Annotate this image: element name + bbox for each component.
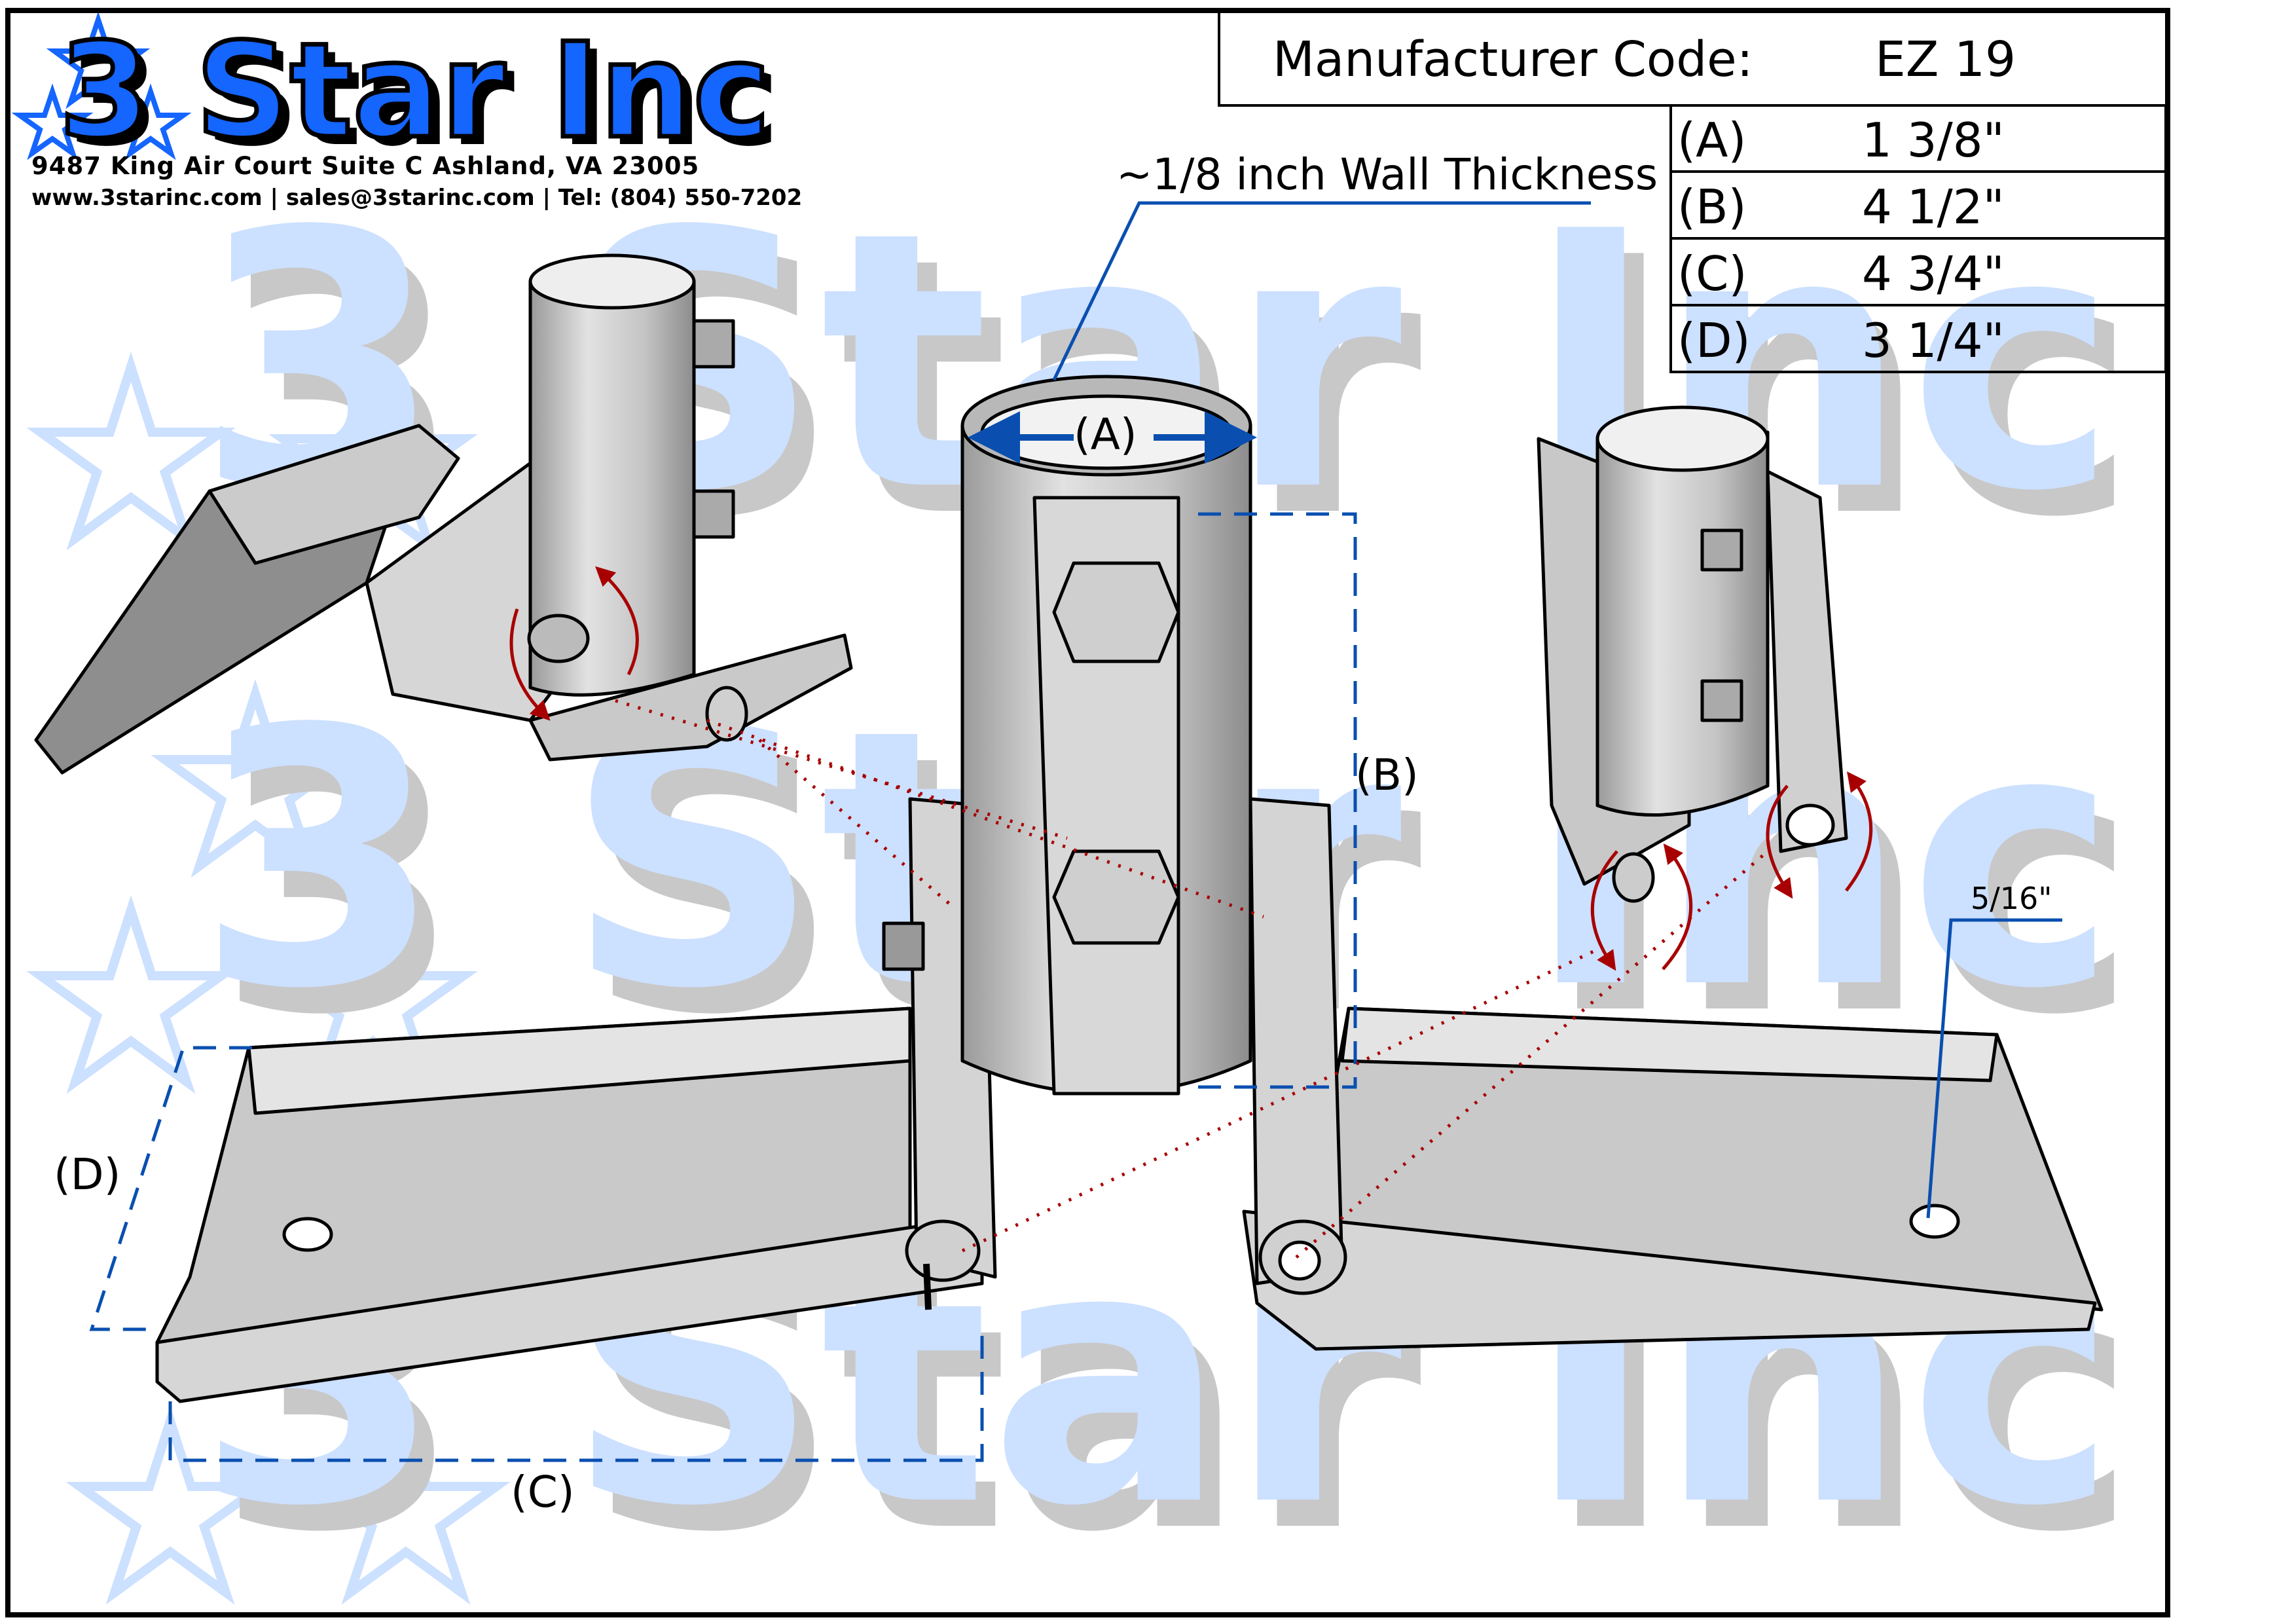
- dimension-letter: (D): [1677, 313, 1751, 368]
- dimension-row: (B) 4 1/2": [1669, 173, 2167, 240]
- dimension-c-label: (C): [511, 1467, 575, 1517]
- hole-size-callout: 5/16": [1971, 881, 2052, 916]
- manufacturer-code-label: Manufacturer Code:: [1273, 31, 1753, 88]
- dimension-letter: (B): [1677, 179, 1747, 234]
- dimension-value: 4 3/4": [1862, 246, 2005, 301]
- upright-bracket-view: [1537, 405, 1848, 903]
- dimension-row: (C) 4 3/4": [1669, 240, 2167, 306]
- leader-lines: [1052, 201, 2062, 1219]
- company-address: 9487 King Air Court Suite C Ashland, VA …: [31, 152, 700, 180]
- dimension-b-label: (B): [1355, 750, 1419, 800]
- company-name: 3 Star Inc: [56, 13, 773, 170]
- dimension-d-label: (D): [54, 1149, 121, 1200]
- wall-thickness-callout: ~1/8 inch Wall Thickness: [1116, 149, 1658, 200]
- manufacturer-code-value: EZ 19: [1875, 31, 2016, 88]
- contact-separator: |: [542, 185, 551, 211]
- dimension-letter: (C): [1677, 246, 1747, 301]
- logo-stars: [11, 11, 192, 160]
- company-website[interactable]: www.3starinc.com: [31, 185, 263, 211]
- dimension-row: (D) 3 1/4": [1669, 306, 2167, 373]
- dimension-letter: (A): [1677, 113, 1747, 168]
- dimension-value: 3 1/4": [1862, 313, 2005, 368]
- relation-lines: [615, 699, 1769, 1259]
- dimension-row: (A) 1 3/8": [1669, 106, 2167, 173]
- folded-bracket-view: [34, 253, 853, 775]
- manufacturer-code-box: Manufacturer Code: EZ 19: [1218, 12, 2167, 107]
- main-bracket-assembly: [155, 375, 2104, 1403]
- dimension-a-label: (A): [1074, 409, 1137, 460]
- contact-separator: |: [270, 185, 278, 211]
- drawing-border: [5, 8, 2170, 1617]
- motion-arrows: [509, 566, 1873, 971]
- company-logo: 3 Star Inc: [56, 13, 773, 170]
- dimension-value: 4 1/2": [1862, 179, 2005, 234]
- company-contact: www.3starinc.com | sales@3starinc.com | …: [31, 185, 802, 211]
- company-phone: Tel: (804) 550-7202: [558, 185, 803, 211]
- dimension-lines: [89, 512, 1357, 1462]
- company-email[interactable]: sales@3starinc.com: [285, 185, 535, 211]
- dimension-value: 1 3/8": [1862, 113, 2005, 168]
